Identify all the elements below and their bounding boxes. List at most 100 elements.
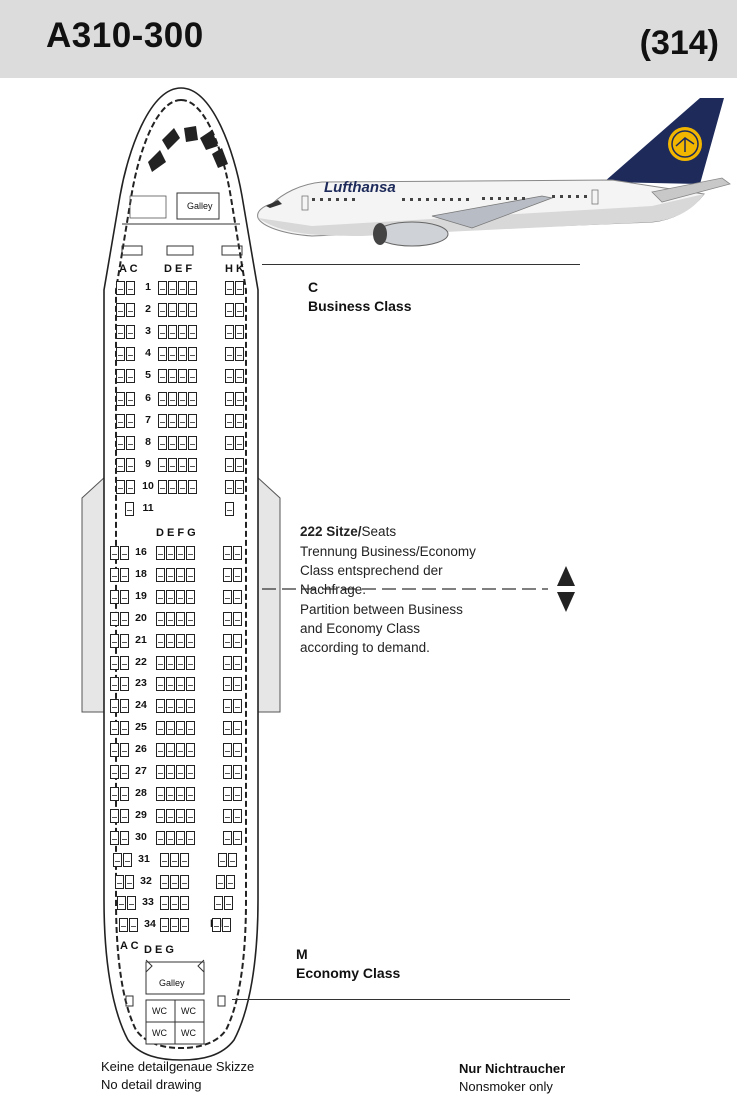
seat-7-right2 bbox=[235, 413, 244, 428]
seat-10-left2 bbox=[126, 479, 135, 494]
seat-30-mid2 bbox=[166, 830, 175, 845]
seat-33-right1 bbox=[214, 896, 223, 911]
seat-28-mid1 bbox=[156, 786, 165, 801]
seat-8-mid1 bbox=[158, 435, 167, 450]
seat-27-mid3 bbox=[176, 765, 185, 779]
seat-26-mid2 bbox=[166, 743, 175, 758]
seat-16-right2 bbox=[233, 546, 242, 560]
seat-30-left1 bbox=[110, 830, 119, 845]
seat-2-right1 bbox=[225, 303, 234, 318]
seat-7-left2 bbox=[126, 413, 135, 428]
row-number-23: 23 bbox=[135, 677, 147, 690]
seat-2-mid2 bbox=[168, 303, 177, 318]
seat-33-left1 bbox=[117, 896, 126, 911]
seat-3-right1 bbox=[225, 325, 234, 340]
seat-9-right2 bbox=[235, 457, 244, 472]
row-number-20: 20 bbox=[135, 611, 147, 624]
seat-25-right2 bbox=[233, 721, 242, 736]
row-number-24: 24 bbox=[135, 699, 147, 712]
row-number-31: 31 bbox=[138, 852, 150, 865]
seat-28-left2 bbox=[120, 786, 129, 801]
seat-2-mid3 bbox=[178, 303, 187, 318]
seat-30-left2 bbox=[120, 830, 129, 845]
seat-23-right1 bbox=[223, 677, 232, 692]
seat-5-mid2 bbox=[168, 369, 177, 384]
seat-20-mid3 bbox=[176, 611, 185, 626]
seat-24-right1 bbox=[223, 699, 232, 714]
seat-18-mid4 bbox=[186, 567, 195, 582]
seat-24-mid4 bbox=[186, 699, 195, 714]
front-galley-label: Galley bbox=[187, 201, 213, 211]
row-number-18: 18 bbox=[135, 567, 147, 580]
seat-23-mid2 bbox=[166, 677, 175, 692]
seat-9-mid4 bbox=[188, 457, 197, 472]
seat-2-left2 bbox=[126, 303, 135, 318]
seat-8-left2 bbox=[126, 435, 135, 450]
footer-smoking-en: Nonsmoker only bbox=[459, 1079, 553, 1094]
wc-label-1: WC bbox=[152, 1006, 167, 1016]
seat-8-mid3 bbox=[178, 435, 187, 450]
seat-23-mid4 bbox=[186, 677, 195, 692]
seat-8-mid2 bbox=[168, 435, 177, 450]
seat-1-right1 bbox=[225, 281, 234, 295]
seat-8-left1 bbox=[116, 435, 125, 450]
seat-32-right2 bbox=[226, 874, 235, 889]
row-number-33: 33 bbox=[142, 896, 154, 909]
row-number-28: 28 bbox=[135, 786, 147, 799]
seat-16-mid2 bbox=[166, 546, 175, 560]
seat-30-mid4 bbox=[186, 830, 195, 845]
seat-27-mid4 bbox=[186, 765, 195, 779]
seat-30-right1 bbox=[223, 830, 232, 845]
seat-31-left2 bbox=[123, 852, 132, 867]
tail-fin bbox=[604, 98, 724, 184]
seat-1-mid1 bbox=[158, 281, 167, 295]
seat-10-mid3 bbox=[178, 479, 187, 494]
seat-2-left1 bbox=[116, 303, 125, 318]
seat-29-mid2 bbox=[166, 808, 175, 823]
seat-4-right2 bbox=[235, 347, 244, 362]
seat-6-right1 bbox=[225, 391, 234, 406]
seat-24-mid3 bbox=[176, 699, 185, 714]
seat-7-mid2 bbox=[168, 413, 177, 428]
seat-21-mid4 bbox=[186, 633, 195, 648]
seat-6-mid1 bbox=[158, 391, 167, 406]
seat-count-rest: Seats bbox=[361, 524, 397, 539]
seat-27-mid1 bbox=[156, 765, 165, 779]
seat-1-mid3 bbox=[178, 281, 187, 295]
seat-19-mid4 bbox=[186, 589, 195, 604]
seat-19-left2 bbox=[120, 589, 129, 604]
seat-20-mid1 bbox=[156, 611, 165, 626]
info-line-6: according to demand. bbox=[300, 640, 430, 655]
seat-32-mid1 bbox=[160, 874, 169, 889]
seat-16-mid3 bbox=[176, 546, 185, 560]
seat-4-mid4 bbox=[188, 347, 197, 362]
seat-32-left2 bbox=[125, 874, 134, 889]
seat-10-right1 bbox=[225, 479, 234, 494]
seat-23-left2 bbox=[120, 677, 129, 692]
row-number-9: 9 bbox=[145, 457, 151, 470]
seat-33-mid2 bbox=[170, 896, 179, 911]
seat-3-mid1 bbox=[158, 325, 167, 340]
seat-5-left1 bbox=[116, 369, 125, 384]
seat-31-mid1 bbox=[160, 852, 169, 867]
row-number-3: 3 bbox=[145, 325, 151, 338]
seat-26-right1 bbox=[223, 743, 232, 758]
seat-3-right2 bbox=[235, 325, 244, 340]
aircraft-picture: Lufthansa bbox=[257, 98, 731, 247]
seat-27-mid2 bbox=[166, 765, 175, 779]
seat-33-left2 bbox=[127, 896, 136, 911]
seat-7-right1 bbox=[225, 413, 234, 428]
seat-3-mid2 bbox=[168, 325, 177, 340]
seat-16-right1 bbox=[223, 546, 232, 560]
seat-22-mid3 bbox=[176, 655, 185, 670]
business-class-line bbox=[262, 264, 580, 265]
row-number-16: 16 bbox=[135, 546, 147, 558]
wc-label-2: WC bbox=[181, 1006, 196, 1016]
row-number-6: 6 bbox=[145, 391, 151, 404]
seat-21-right1 bbox=[223, 633, 232, 648]
seat-8-right2 bbox=[235, 435, 244, 450]
seat-23-mid3 bbox=[176, 677, 185, 692]
seat-34-mid1 bbox=[160, 918, 169, 933]
seat-21-left1 bbox=[110, 633, 119, 648]
seat-19-left1 bbox=[110, 589, 119, 604]
